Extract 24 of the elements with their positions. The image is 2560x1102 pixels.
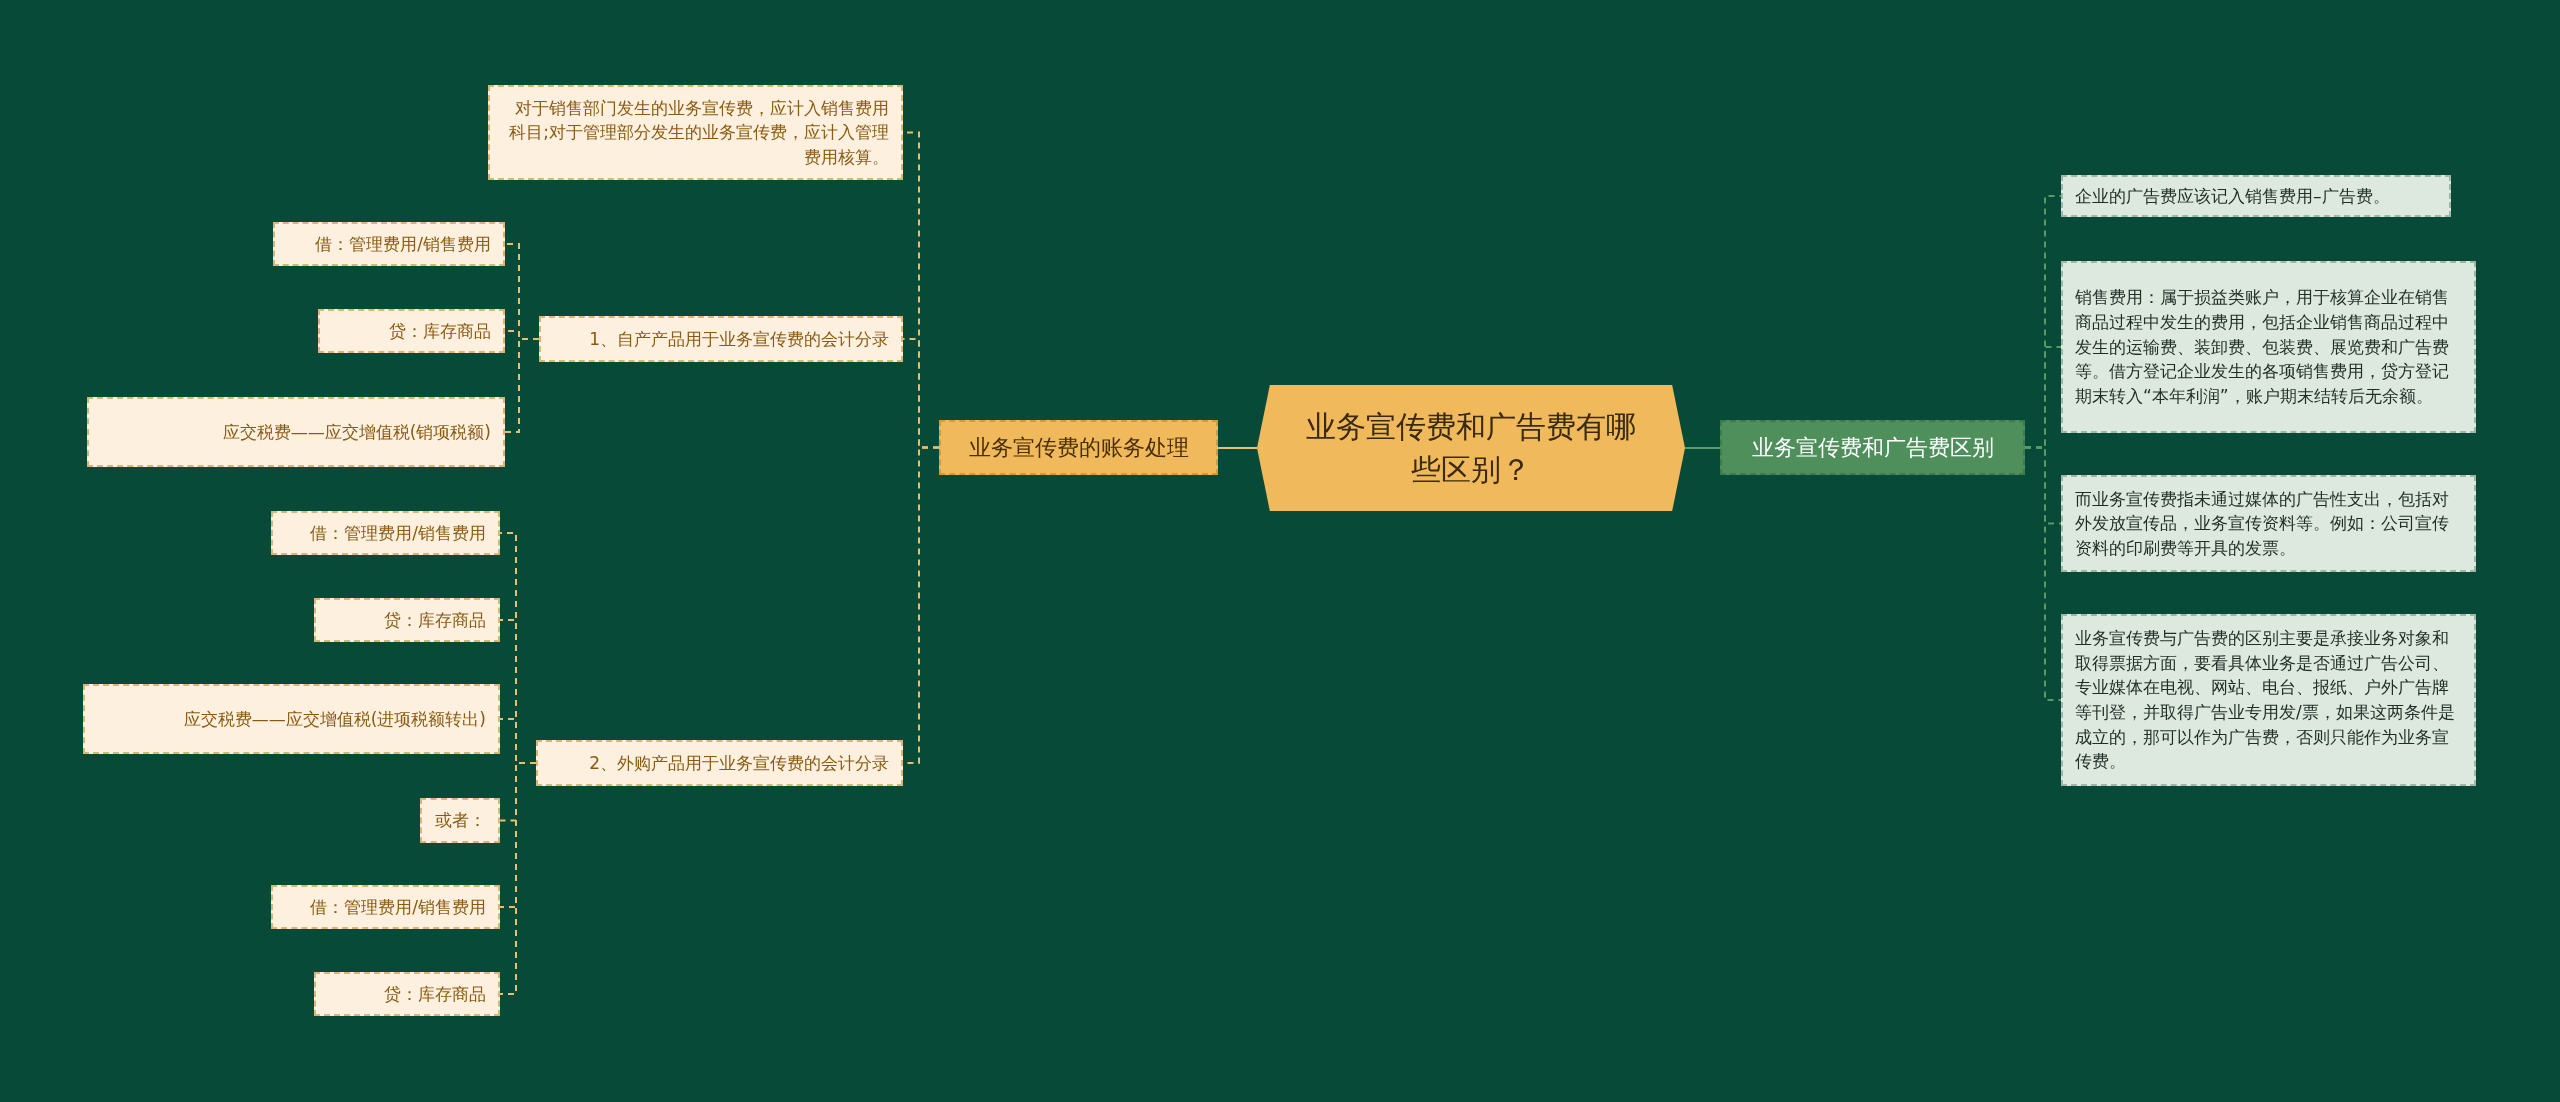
note-box: 贷：库存商品	[314, 972, 500, 1016]
note-box: 企业的广告费应该记入销售费用–广告费。	[2061, 175, 2451, 217]
note-box: 而业务宣传费指未通过媒体的广告性支出，包括对外发放宣传品，业务宣传资料等。例如：公司宣传资料的印刷费等开具的发票。	[2061, 475, 2476, 572]
note-box: 1、自产产品用于业务宣传费的会计分录	[539, 316, 903, 362]
note-box: 借：管理费用/销售费用	[273, 222, 505, 266]
note-box: 借：管理费用/销售费用	[271, 511, 500, 555]
note-box: 销售费用：属于损益类账户，用于核算企业在销售商品过程中发生的费用，包括企业销售商品过程中发生的运输费、装卸费、包装费、展览费和广告费等。借方登记企业发生的各项销售费用，贷方登记期末转入“本年利润”，账户期末结转后无余额。	[2061, 261, 2476, 433]
note-box: 2、外购产品用于业务宣传费的会计分录	[536, 740, 903, 786]
note-box: 或者：	[420, 798, 500, 843]
note-box: 贷：库存商品	[314, 598, 500, 642]
note-box: 应交税费——应交增值税(进项税额转出)	[83, 684, 500, 754]
note-box: 应交税费——应交增值税(销项税额)	[87, 397, 505, 467]
connector	[1217, 447, 1258, 449]
connector	[504, 338, 540, 433]
note-box: 对于销售部门发生的业务宣传费，应计入销售费用科目;对于管理部分发生的业务宣传费，应计入管理费用核算。	[488, 85, 903, 180]
branch-box: 业务宣传费的账务处理	[939, 420, 1218, 475]
connector	[2024, 446, 2062, 701]
note-box: 贷：库存商品	[318, 309, 505, 353]
connector	[499, 762, 537, 995]
note-box: 业务宣传费与广告费的区别主要是承接业务对象和取得票据方面，要看具体业务是否通过广告公司、专业媒体在电视、网站、电台、报纸、户外广告牌等刊登，并取得广告业专用发/票，如果这两条件是成立的，那可以作为广告费，否则只能作为业务宣传费。	[2061, 614, 2476, 786]
branch-box: 业务宣传费和广告费区别	[1720, 420, 2025, 475]
connector	[1684, 447, 1721, 449]
note-box: 借：管理费用/销售费用	[271, 885, 500, 929]
topic-hexagon: 业务宣传费和广告费有哪些区别？	[1257, 385, 1685, 511]
